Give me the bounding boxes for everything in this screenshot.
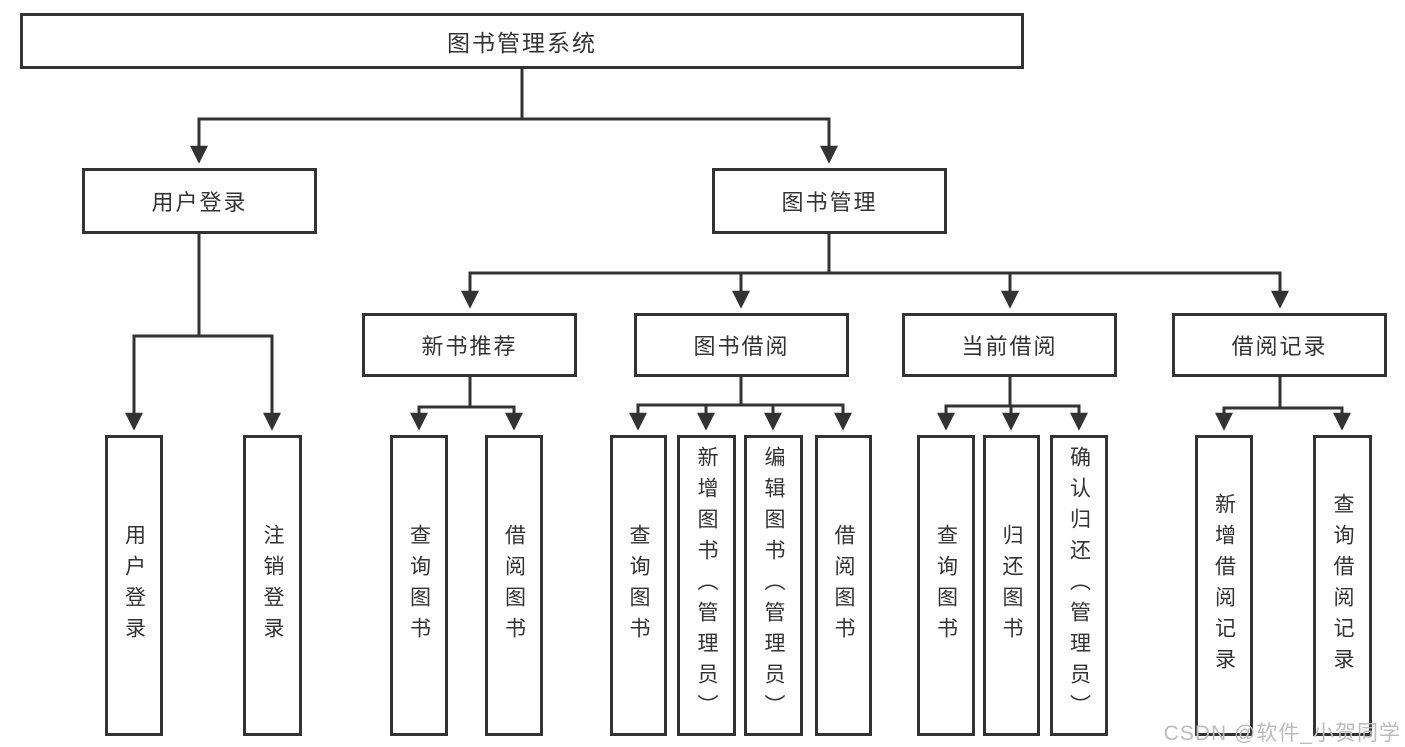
leaf-query-books: 查询图书 [917,435,975,736]
csdn-watermark: CSDN @软件_小贺同学 [1163,722,1401,745]
node-label: 用户登录 [151,190,248,215]
leaf-label: 新增借阅记录 [1212,492,1236,679]
leaf-label: 借阅图书 [832,523,856,648]
leaf-label: 注销登录 [261,523,285,648]
leaf-label: 归还图书 [1000,523,1024,648]
node-label: 图书借阅 [693,334,790,359]
leaf-borrow-books: 借阅图书 [815,435,872,736]
node-book-borrowing: 图书借阅 [634,313,849,377]
leaf-logout: 注销登录 [243,435,302,736]
leaf-add-borrow-record: 新增借阅记录 [1195,435,1253,736]
leaf-label: 查询图书 [627,523,651,648]
node-book-management: 图书管理 [712,168,947,234]
leaf-return-books: 归还图书 [983,435,1040,736]
leaf-user-login: 用户登录 [105,435,163,736]
node-label: 新书推荐 [421,334,518,359]
leaf-label: 查询图书 [407,523,431,648]
leaf-label: 确认归还（管理员） [1067,446,1091,725]
leaf-query-books: 查询图书 [390,435,448,736]
node-label: 图书管理 [781,190,878,215]
node-current-borrowing: 当前借阅 [902,313,1117,377]
leaf-label: 编辑图书（管理员） [762,446,786,725]
leaf-edit-book-admin: 编辑图书（管理员） [744,435,803,736]
leaf-query-books: 查询图书 [610,435,667,736]
node-label: 借阅记录 [1231,334,1328,359]
node-new-book-recommend: 新书推荐 [362,313,577,377]
leaf-label: 查询借阅记录 [1331,492,1355,679]
node-borrowing-records: 借阅记录 [1172,313,1387,377]
node-label: 图书管理系统 [447,30,597,56]
leaf-label: 用户登录 [122,523,146,648]
leaf-label: 新增图书（管理员） [695,446,719,725]
leaf-borrow-books: 借阅图书 [485,435,543,736]
node-label: 当前借阅 [961,334,1058,359]
node-user-login: 用户登录 [82,168,317,234]
leaf-confirm-return-admin: 确认归还（管理员） [1050,435,1108,736]
node-library-management-system: 图书管理系统 [20,13,1024,69]
leaf-add-book-admin: 新增图书（管理员） [677,435,736,736]
leaf-label: 查询图书 [934,523,958,648]
leaf-query-borrow-record: 查询借阅记录 [1313,435,1372,736]
leaf-label: 借阅图书 [502,523,526,648]
